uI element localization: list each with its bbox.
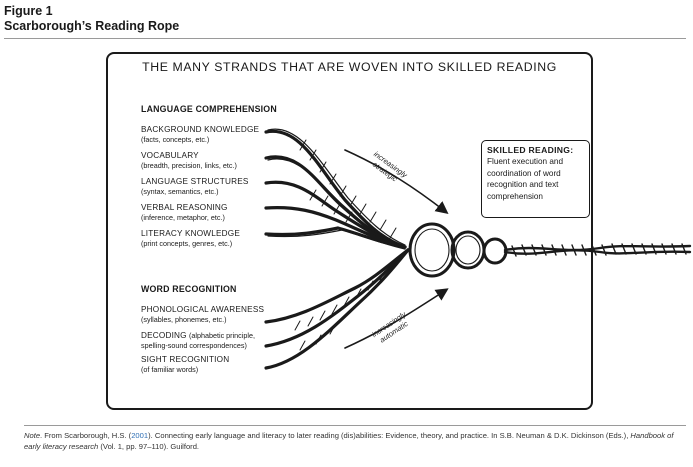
diagram-frame (106, 52, 593, 410)
language-comprehension-strands (264, 129, 407, 249)
figure-title: Scarborough’s Reading Rope (4, 19, 180, 33)
citation-year-link[interactable]: 2001 (131, 431, 149, 440)
strand-literacy-knowledge: LITERACY KNOWLEDGE (print concepts, genr… (141, 229, 240, 248)
strand-vocabulary: VOCABULARY (breadth, precision, links, e… (141, 151, 237, 170)
strand-sight-recognition: SIGHT RECOGNITION (of familiar words) (141, 355, 230, 374)
strand-background-knowledge: BACKGROUND KNOWLEDGE (facts, concepts, e… (141, 125, 260, 144)
figure-label: Figure 1 (4, 4, 53, 18)
strand-phonological-awareness: PHONOLOGICAL AWARENESS (syllables, phone… (141, 305, 265, 324)
bottom-divider (24, 425, 686, 426)
upper-braid-texture (299, 139, 397, 239)
lower-braid-texture (294, 270, 386, 351)
central-braid-loops (408, 222, 508, 278)
skilled-reading-box: SKILLED READING: Fluent execution and co… (481, 140, 590, 218)
diagram-title: THE MANY STRANDS THAT ARE WOVEN INTO SKI… (142, 60, 557, 74)
strand-decoding: DECODING (alphabetic principle, spelling… (141, 331, 255, 350)
language-comprehension-heading: LANGUAGE COMPREHENSION (141, 104, 277, 114)
note-label: Note (24, 431, 41, 440)
strand-verbal-reasoning: VERBAL REASONING (inference, metaphor, e… (141, 203, 228, 222)
strand-language-structures: LANGUAGE STRUCTURES (syntax, semantics, … (141, 177, 249, 196)
figure-note: Note. From Scarborough, H.S. (2001). Con… (24, 431, 674, 451)
skilled-reading-description: Fluent execution and coordination of wor… (487, 157, 564, 201)
word-recognition-heading: WORD RECOGNITION (141, 284, 237, 294)
strategic-arrow (344, 149, 449, 214)
skilled-reading-heading: SKILLED READING: (487, 145, 574, 155)
top-divider (4, 38, 686, 39)
word-recognition-strands (264, 248, 410, 370)
book-title: Handbook of early literacy research (24, 431, 674, 451)
automatic-arrow (344, 288, 449, 349)
